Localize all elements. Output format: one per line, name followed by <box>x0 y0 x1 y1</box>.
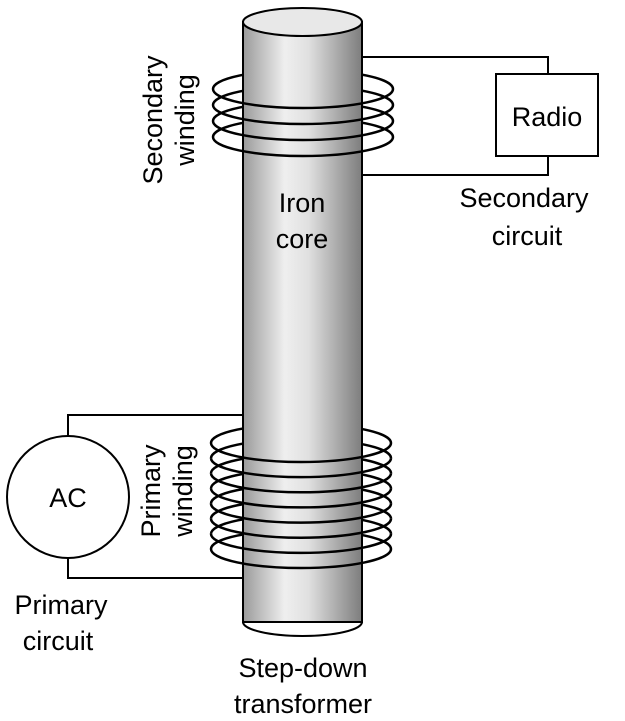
secondary-winding-turn <box>211 136 395 158</box>
primary-winding-label-line1: Primary <box>136 444 166 537</box>
secondary-winding-turn <box>211 104 395 126</box>
primary-circuit-wires <box>67 414 243 579</box>
iron-core-label-line2: core <box>276 224 329 254</box>
primary-circuit-label: Primary circuit <box>15 590 108 656</box>
secondary-winding-label: Secondary winding <box>138 55 200 185</box>
primary-winding-turn <box>209 548 393 570</box>
secondary-winding-label-line2: winding <box>170 74 200 167</box>
primary-winding-turn <box>209 533 393 555</box>
primary-winding-turn <box>209 488 393 509</box>
transformer-label-line1: Step-down <box>238 653 367 683</box>
primary-winding-turn <box>209 473 393 494</box>
secondary-circuit-label-line2: circuit <box>492 221 563 251</box>
ac-source: AC <box>6 435 130 559</box>
transformer-label: Step-down transformer <box>234 653 372 719</box>
primary-winding-label-line2: winding <box>168 445 198 538</box>
transformer-label-line2: transformer <box>234 689 372 719</box>
secondary-circuit-label: Secondary circuit <box>459 183 589 251</box>
primary-winding-label: Primary winding <box>136 444 198 538</box>
radio-label: Radio <box>512 102 583 132</box>
iron-core-label-line1: Iron <box>279 188 326 218</box>
primary-winding-turn <box>209 518 393 539</box>
secondary-circuit-label-line1: Secondary <box>459 183 589 213</box>
primary-winding-turn <box>209 442 393 464</box>
iron-core <box>242 7 363 637</box>
secondary-winding-label-line1: Secondary <box>138 55 168 185</box>
iron-core-label: Iron core <box>276 188 329 254</box>
primary-winding-turn <box>209 457 393 479</box>
ac-label: AC <box>49 483 87 513</box>
secondary-winding-coil <box>211 88 395 158</box>
secondary-winding-turn <box>211 120 395 142</box>
primary-circuit-label-line1: Primary <box>15 590 108 620</box>
primary-winding-coil <box>209 442 393 570</box>
radio-box: Radio <box>495 73 599 157</box>
secondary-circuit-wires <box>362 56 549 176</box>
primary-winding-turn <box>209 503 393 524</box>
primary-circuit-label-line2: circuit <box>23 626 94 656</box>
secondary-winding-turn <box>211 88 395 110</box>
